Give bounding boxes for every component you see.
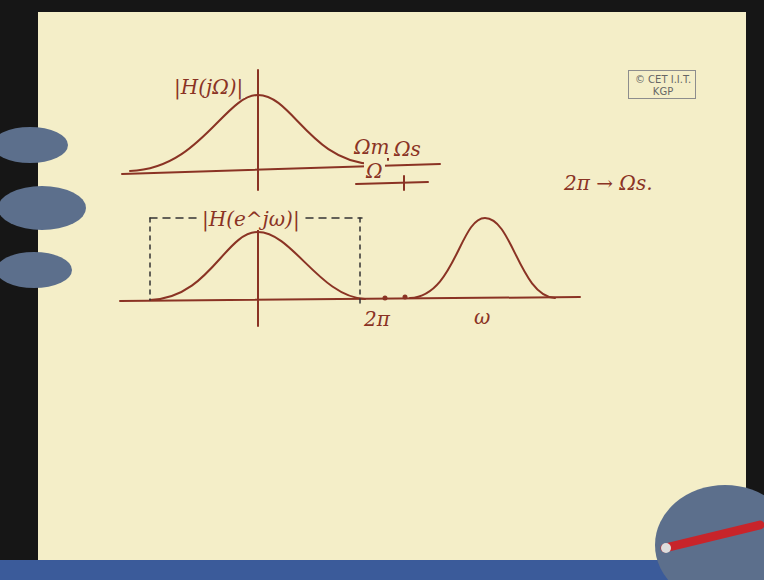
axis-label: Ω: [364, 160, 385, 182]
axis-label: |H(e^jω)|: [200, 208, 302, 230]
frequency-label: 2π: [362, 308, 392, 330]
axis-label: |H(jΩ)|: [172, 76, 245, 98]
hand-right: [655, 485, 764, 580]
frequency-label: Ωm: [352, 136, 392, 158]
watermark-box: © CET I.I.T. KGP: [628, 70, 696, 99]
paper: [38, 12, 746, 562]
note: 2π → Ωs.: [562, 172, 655, 194]
watermark-text: © CET I.I.T. KGP: [634, 74, 692, 97]
plot-digital: [120, 210, 580, 326]
frequency-label: Ωs: [392, 138, 423, 160]
plot-analog: [122, 70, 440, 190]
axis-label: ω: [472, 306, 492, 328]
hand-left: [0, 127, 86, 288]
desk-strip: [0, 560, 764, 580]
